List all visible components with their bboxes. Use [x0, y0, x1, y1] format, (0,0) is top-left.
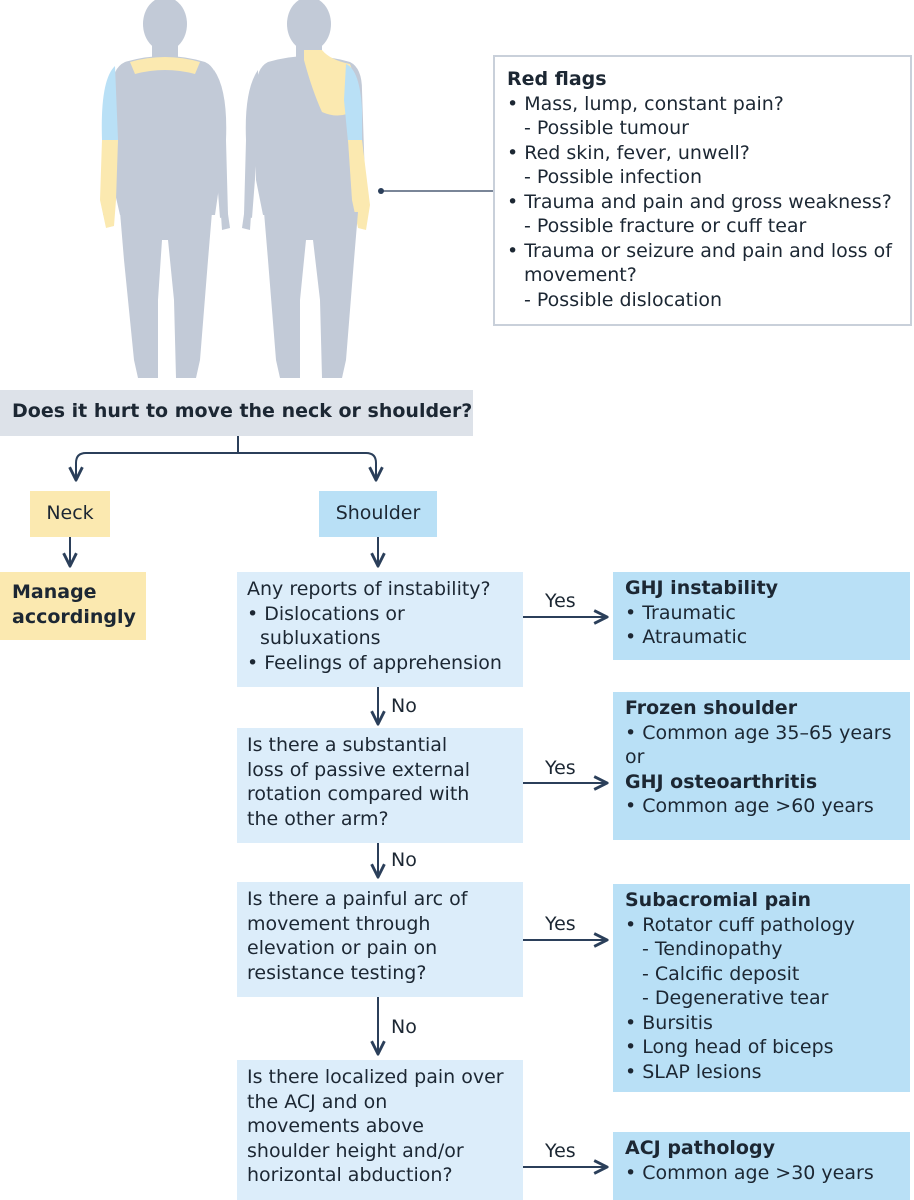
- main-question: Does it hurt to move the neck or shoulde…: [0, 390, 473, 436]
- result-title: Subacromial pain: [625, 889, 812, 911]
- shoulder-referral-area: [304, 50, 357, 116]
- shoulder-label: Shoulder: [335, 502, 421, 524]
- manage-accordingly-box: Manage accordingly: [0, 572, 146, 640]
- question-line: the ACJ and on: [247, 1090, 388, 1113]
- question-external-rotation: Is there a substantial loss of passive e…: [237, 728, 523, 843]
- yes-label: Yes: [545, 913, 576, 935]
- question-line: shoulder height and/or: [247, 1139, 464, 1162]
- question-line: movements above: [247, 1115, 424, 1137]
- result-item: - Degenerative tear: [642, 987, 829, 1009]
- question-instability: Any reports of instability? • Dislocatio…: [237, 572, 523, 687]
- red-flag-item: • Mass, lump, constant pain?: [507, 92, 784, 115]
- yes-label: Yes: [545, 757, 576, 779]
- result-frozen-shoulder: Frozen shoulder • Common age 35–65 years…: [613, 692, 910, 840]
- question-line: elevation or pain on: [247, 937, 438, 959]
- red-flag-item: - Possible tumour: [524, 117, 689, 139]
- neck-box: Neck: [30, 491, 110, 537]
- result-subacromial-pain: Subacromial pain • Rotator cuff patholog…: [613, 884, 910, 1092]
- result-item: - Calcific deposit: [642, 962, 800, 985]
- question-line: subluxations: [260, 627, 381, 649]
- result-item: • Rotator cuff pathology: [625, 913, 855, 936]
- question-line: horizontal abduction?: [247, 1164, 453, 1186]
- result-title: Frozen shoulder: [625, 697, 798, 719]
- no-label: No: [391, 695, 417, 717]
- red-flag-item: • Trauma or seizure and pain and loss of: [507, 239, 892, 262]
- question-line: Is there a substantial: [247, 734, 448, 756]
- question-line: resistance testing?: [247, 961, 427, 984]
- manage-line: accordingly: [12, 605, 136, 628]
- result-item: • Atraumatic: [625, 626, 748, 648]
- back-body-figure: [242, 0, 370, 378]
- yes-label: Yes: [545, 590, 576, 612]
- result-title: ACJ pathology: [625, 1137, 775, 1159]
- red-flag-item: • Trauma and pain and gross weakness?: [507, 190, 892, 213]
- question-line: the other arm?: [247, 807, 389, 830]
- front-body-figure: [100, 0, 230, 378]
- shoulder-box: Shoulder: [319, 491, 437, 537]
- question-line: Any reports of instability?: [247, 578, 491, 600]
- result-item: • Long head of biceps: [625, 1036, 834, 1058]
- question-line: • Dislocations or: [247, 602, 405, 625]
- question-line: rotation compared with: [247, 783, 470, 805]
- result-or: or: [625, 746, 645, 768]
- result-item: • Common age >30 years: [625, 1161, 874, 1184]
- result-item: • Traumatic: [625, 601, 736, 624]
- yes-label: Yes: [545, 1140, 576, 1162]
- red-flag-item: - Possible fracture or cuff tear: [524, 215, 807, 237]
- result-ghj-instability: GHJ instability • Traumatic • Atraumatic: [613, 572, 910, 660]
- red-flag-item: - Possible infection: [524, 166, 702, 188]
- result-item: - Tendinopathy: [642, 938, 783, 960]
- neck-referral-area: [130, 57, 200, 74]
- red-flag-item: movement?: [524, 264, 637, 286]
- result-item: • Common age 35–65 years: [625, 721, 892, 744]
- red-flag-item: • Red skin, fever, unwell?: [507, 141, 750, 164]
- question-line: loss of passive external: [247, 758, 471, 781]
- result-item: • Bursitis: [625, 1011, 713, 1034]
- neck-label: Neck: [46, 502, 94, 524]
- question-line: Is there localized pain over: [247, 1066, 504, 1088]
- result-title: GHJ instability: [625, 577, 779, 599]
- no-label: No: [391, 1016, 417, 1038]
- question-painful-arc: Is there a painful arc of movement throu…: [237, 882, 523, 997]
- question-acj: Is there localized pain over the ACJ and…: [237, 1060, 523, 1200]
- no-label: No: [391, 849, 417, 871]
- question-line: • Feelings of apprehension: [247, 651, 502, 674]
- connectors: [70, 436, 607, 1167]
- result-title: GHJ osteoarthritis: [625, 770, 818, 793]
- main-question-text: Does it hurt to move the neck or shoulde…: [12, 400, 473, 422]
- red-flags-title: Red flags: [507, 68, 607, 90]
- result-item: • Common age >60 years: [625, 795, 874, 817]
- question-line: movement through: [247, 912, 431, 935]
- question-line: Is there a painful arc of: [247, 888, 468, 910]
- manage-line: Manage: [12, 581, 97, 603]
- result-item: • SLAP lesions: [625, 1060, 762, 1083]
- red-flag-item: - Possible dislocation: [524, 288, 723, 311]
- result-acj-pathology: ACJ pathology • Common age >30 years: [613, 1132, 910, 1200]
- red-flags-box: Red flags • Mass, lump, constant pain? -…: [493, 55, 912, 326]
